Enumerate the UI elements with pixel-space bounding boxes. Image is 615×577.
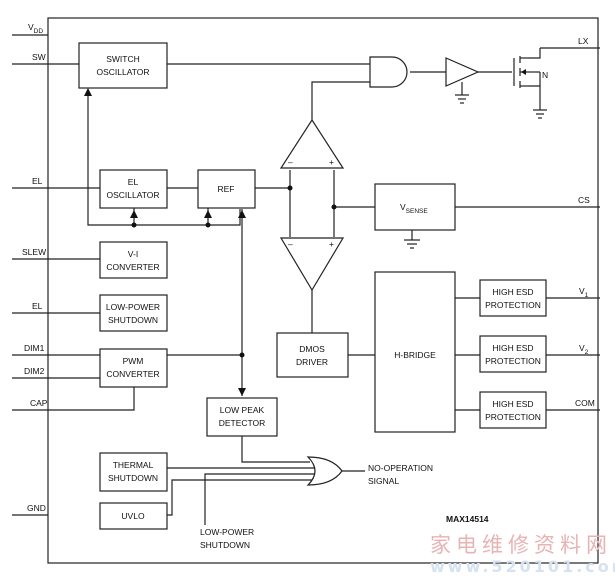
- pin-v2: V2: [579, 343, 589, 356]
- ref-block: [197, 169, 256, 209]
- pwm-l1: PWM: [123, 356, 144, 366]
- arrow-to-el-osc: [130, 210, 138, 218]
- comp-bot-plus: +: [329, 239, 334, 249]
- vsense-block: [374, 183, 456, 231]
- uvlo-block: [99, 502, 168, 530]
- noop-l1: NO-OPERATION: [368, 463, 433, 473]
- esd-block-1: [479, 279, 547, 317]
- pin-slew: SLEW: [22, 247, 46, 257]
- pin-cs: CS: [578, 195, 590, 205]
- comparator-bottom: [279, 237, 345, 292]
- comp-top-minus: –: [288, 157, 293, 167]
- el-osc-l2: OSCILLATOR: [106, 190, 159, 200]
- mosfet-source: [528, 85, 541, 110]
- vi-l1: V-I: [128, 249, 138, 259]
- arrow-to-lowpeak: [238, 388, 246, 396]
- lpsd-l2: SHUTDOWN: [200, 540, 250, 550]
- pin-vdd: VDD: [28, 22, 43, 35]
- vi-l2: CONVERTER: [106, 262, 159, 272]
- arrow-to-ref: [204, 210, 212, 218]
- wire-lpsd-or: [204, 473, 318, 525]
- pin-dim1: DIM1: [24, 343, 45, 353]
- switch-oscillator-block: [78, 42, 168, 89]
- thermal-l2: SHUTDOWN: [108, 473, 158, 483]
- cap-wire: [12, 387, 135, 411]
- wire-comp-and: [311, 81, 370, 120]
- nmos-label: N: [542, 70, 548, 80]
- esd2-l1: HIGH ESD: [492, 343, 533, 353]
- dmos-driver-block: [276, 332, 349, 378]
- esd3-l2: PROTECTION: [485, 412, 541, 422]
- uvlo-label: UVLO: [121, 511, 145, 521]
- lowpower-shutdown-block: [99, 294, 168, 332]
- junction-loop-2: [205, 222, 211, 228]
- vi-converter-block: [99, 241, 168, 279]
- nmos-transistor-icon: [513, 56, 528, 88]
- esd3-l1: HIGH ESD: [492, 399, 533, 409]
- esd1-l2: PROTECTION: [485, 300, 541, 310]
- el-osc-l1: EL: [128, 177, 139, 187]
- esd-block-2: [479, 335, 547, 373]
- dmos-l2: DRIVER: [296, 357, 328, 367]
- esd1-l1: HIGH ESD: [492, 287, 533, 297]
- lp-l2: SHUTDOWN: [108, 315, 158, 325]
- driver-ground-icon: [455, 94, 469, 104]
- esd-block-3: [479, 391, 547, 429]
- thermal-l1: THERMAL: [113, 460, 154, 470]
- wire-lowpeak-or: [241, 436, 310, 463]
- arrow-to-switch-osc: [84, 88, 92, 96]
- and-gate: [369, 56, 408, 88]
- lowpeak-l2: DETECTOR: [219, 418, 266, 428]
- pin-lx: LX: [578, 36, 589, 46]
- pin-cap: CAP: [30, 398, 48, 408]
- junction-vsense: [331, 204, 337, 210]
- vsense-label: VSENSE: [400, 202, 428, 215]
- gate-driver-buffer: [445, 57, 480, 87]
- lowpeak-l1: LOW PEAK: [220, 405, 265, 415]
- dmos-l1: DMOS: [299, 344, 325, 354]
- mosfet-ground-icon: [533, 109, 547, 119]
- pin-el: EL: [32, 176, 43, 186]
- h-bridge-block: [374, 271, 456, 433]
- esd2-l2: PROTECTION: [485, 356, 541, 366]
- watermark-url: www.520101.com: [430, 557, 615, 576]
- comp-top-plus: +: [329, 157, 334, 167]
- part-number: MAX14514: [446, 514, 489, 524]
- noop-l2: SIGNAL: [368, 476, 399, 486]
- switch-osc-l2: OSCILLATOR: [96, 67, 149, 77]
- arrow-ref-up: [238, 210, 246, 218]
- el-oscillator-block: [99, 169, 168, 209]
- thermal-shutdown-block: [99, 452, 168, 492]
- pin-v1: V1: [579, 286, 589, 299]
- hbridge-label: H-BRIDGE: [394, 350, 436, 360]
- switch-osc-l1: SWITCH: [106, 54, 140, 64]
- vsense-ground-icon: [404, 239, 420, 249]
- lpsd-l1: LOW-POWER: [200, 527, 254, 537]
- lp-l1: LOW-POWER: [106, 302, 160, 312]
- watermark-cn: 家电维修资料网: [430, 533, 612, 557]
- pin-el2: EL: [32, 301, 43, 311]
- or-gate: [306, 456, 343, 486]
- comparator-top: [279, 118, 345, 169]
- wire-uvlo-or: [167, 479, 316, 516]
- junction-ref-out: [287, 185, 293, 191]
- pwm-l2: CONVERTER: [106, 369, 159, 379]
- junction-loop-1: [131, 222, 137, 228]
- ref-label: REF: [218, 184, 235, 194]
- junction-pwm: [239, 352, 245, 358]
- comp-bot-minus: –: [288, 239, 293, 249]
- low-peak-detector-block: [206, 397, 278, 437]
- pin-dim2: DIM2: [24, 366, 45, 376]
- pwm-converter-block: [99, 348, 168, 388]
- pin-sw: SW: [32, 52, 46, 62]
- pin-com: COM: [575, 398, 595, 408]
- pin-gnd: GND: [27, 503, 46, 513]
- mosfet-drain: [528, 48, 541, 59]
